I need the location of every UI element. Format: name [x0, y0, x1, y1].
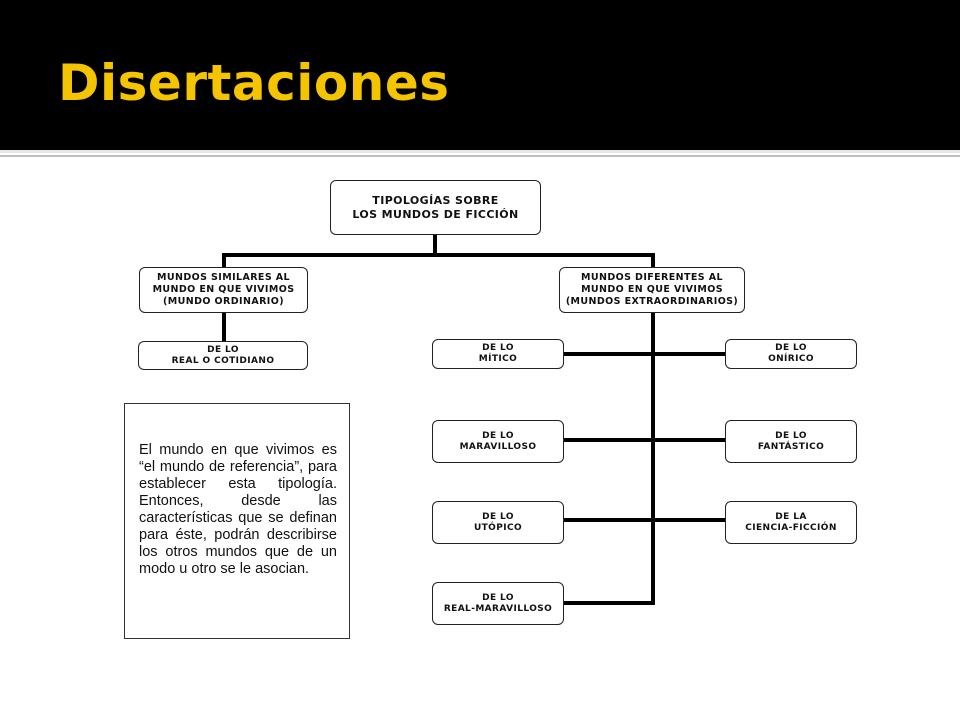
connector-row-1: [564, 352, 726, 356]
note-box: El mundo en que vivimos es “el mundo de …: [124, 403, 350, 639]
utopico-node: DE LO UTÓPICO: [432, 501, 564, 544]
onirico-line-2: ONÍRICO: [768, 354, 814, 364]
fantastico-node: DE LO FANTÁSTICO: [725, 420, 857, 463]
root-line-2: LOS MUNDOS DE FICCIÓN: [352, 207, 519, 221]
real-node: DE LO REAL O COTIDIANO: [138, 341, 308, 370]
connector-row-4: [564, 601, 655, 605]
root-node: TIPOLOGÍAS SOBRE LOS MUNDOS DE FICCIÓN: [330, 180, 541, 235]
different-line-1: MUNDOS DIFERENTES AL: [581, 272, 723, 283]
similar-line-2: MUNDO EN QUE VIVIMOS: [152, 284, 295, 295]
realmaravilloso-line-1: DE LO: [482, 592, 514, 603]
similar-line-3: (MUNDO ORDINARIO): [163, 296, 284, 307]
maravilloso-line-1: DE LO: [482, 430, 514, 441]
connector-row-2: [564, 438, 726, 442]
ciencia-line-1: DE LA: [775, 511, 807, 522]
root-line-1: TIPOLOGÍAS SOBRE: [372, 193, 499, 207]
header-divider: [0, 150, 960, 153]
slide-title: Disertaciones: [58, 54, 450, 112]
maravilloso-line-2: MARAVILLOSO: [459, 441, 537, 452]
connector-trunk: [651, 312, 655, 605]
connector-similar-to-real: [222, 312, 226, 342]
connector-right-down: [651, 253, 655, 268]
onirico-node: DE LO ONÍRICO: [725, 339, 857, 369]
different-worlds-node: MUNDOS DIFERENTES AL MUNDO EN QUE VIVIMO…: [559, 267, 745, 313]
maravilloso-node: DE LO MARAVILLOSO: [432, 420, 564, 463]
real-line-2: REAL O COTIDIANO: [171, 355, 275, 366]
connector-left-down: [222, 253, 226, 268]
ciencia-ficcion-node: DE LA CIENCIA-FICCIÓN: [725, 501, 857, 544]
title-bar: Disertaciones: [0, 0, 960, 150]
mitico-line-1: DE LO: [482, 343, 514, 353]
fantastico-line-2: FANTÁSTICO: [757, 441, 825, 452]
real-maravilloso-node: DE LO REAL-MARAVILLOSO: [432, 582, 564, 625]
ciencia-line-2: CIENCIA-FICCIÓN: [745, 522, 837, 533]
connector-root-down: [433, 234, 437, 255]
onirico-line-1: DE LO: [775, 343, 807, 353]
mitico-line-2: MÍTICO: [478, 354, 518, 364]
fantastico-line-1: DE LO: [775, 430, 807, 441]
note-text: El mundo en que vivimos es “el mundo de …: [139, 442, 337, 577]
utopico-line-1: DE LO: [482, 511, 514, 522]
connector-row-3: [564, 518, 726, 522]
similar-worlds-node: MUNDOS SIMILARES AL MUNDO EN QUE VIVIMOS…: [139, 267, 308, 313]
similar-line-1: MUNDOS SIMILARES AL: [157, 272, 290, 283]
different-line-3: (MUNDOS EXTRAORDINARIOS): [565, 296, 739, 307]
different-line-2: MUNDO EN QUE VIVIMOS: [581, 284, 723, 295]
utopico-line-2: UTÓPICO: [473, 522, 523, 533]
header-divider-shadow: [0, 155, 960, 157]
real-line-1: DE LO: [207, 344, 239, 355]
connector-top-horizontal: [222, 253, 655, 257]
realmaravilloso-line-2: REAL-MARAVILLOSO: [443, 603, 553, 614]
mitico-node: DE LO MÍTICO: [432, 339, 564, 369]
